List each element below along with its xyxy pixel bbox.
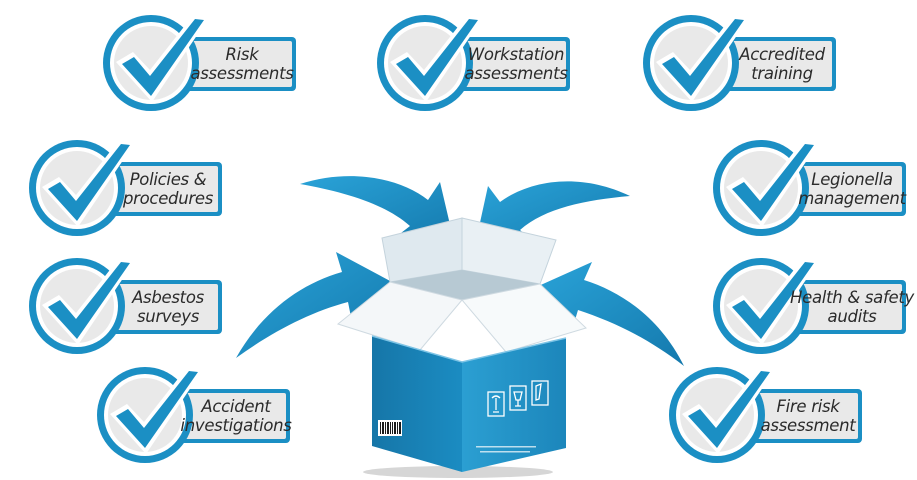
badge-accredited-training: Accredited training [638, 10, 838, 116]
box-icon [336, 217, 587, 472]
badge-label: Accident investigations [180, 393, 292, 439]
badge-label: Asbestos surveys [120, 284, 216, 330]
check-icon [713, 139, 820, 236]
check-icon [97, 366, 204, 463]
badge-label-line-1: Workstation [467, 45, 565, 64]
check-icon [643, 14, 750, 111]
badge-label-line-2: training [751, 64, 813, 83]
badge-label-line-1: Accredited [739, 45, 825, 64]
box-shadow [363, 466, 553, 478]
check-icon [713, 257, 820, 354]
badge-health-safety-audits: Health & safety audits [708, 253, 914, 359]
badge-label: Risk assessments [190, 41, 293, 87]
badge-asbestos-surveys: Asbestos surveys [24, 253, 224, 359]
badge-workstation-assessments: Workstation assessments [372, 10, 572, 116]
badge-label: Legionella management [798, 166, 906, 212]
check-icon [29, 257, 136, 354]
badge-label-line-2: assessments [190, 64, 294, 83]
badge-label-line-2: assessments [464, 64, 568, 83]
badge-label-line-1: Policies & [129, 170, 207, 189]
badge-label: Workstation assessments [464, 41, 567, 87]
badge-label-line-1: Legionella [811, 170, 893, 189]
badge-label: Accredited training [734, 41, 830, 87]
badge-label-line-1: Health & safety [790, 288, 914, 307]
badge-legionella-management: Legionella management [708, 135, 908, 241]
badge-label-line-1: Risk [225, 45, 259, 64]
badge-policies-procedures: Policies & procedures [24, 135, 224, 241]
check-icon [103, 14, 210, 111]
badge-label-line-1: Accident [201, 397, 271, 416]
badge-label-line-1: Fire risk [776, 397, 840, 416]
badge-label-line-2: surveys [136, 307, 199, 326]
badge-label-line-1: Asbestos [132, 288, 204, 307]
check-icon [29, 139, 136, 236]
check-icon [377, 14, 484, 111]
badge-label-line-2: management [798, 189, 906, 208]
badge-label: Policies & procedures [120, 166, 216, 212]
badge-fire-risk-assessment: Fire risk assessment [664, 362, 864, 468]
check-icon [669, 366, 776, 463]
badge-label: Health & safety audits [790, 284, 914, 330]
badge-label: Fire risk assessment [760, 393, 856, 439]
badge-label-line-2: investigations [180, 416, 292, 435]
badge-label-line-2: audits [827, 307, 877, 326]
badge-label-line-2: assessment [760, 416, 856, 435]
badge-risk-assessments: Risk assessments [98, 10, 298, 116]
arrow-icon [295, 171, 460, 251]
badge-accident-investigations: Accident investigations [92, 362, 292, 468]
badge-label-line-2: procedures [122, 189, 214, 208]
